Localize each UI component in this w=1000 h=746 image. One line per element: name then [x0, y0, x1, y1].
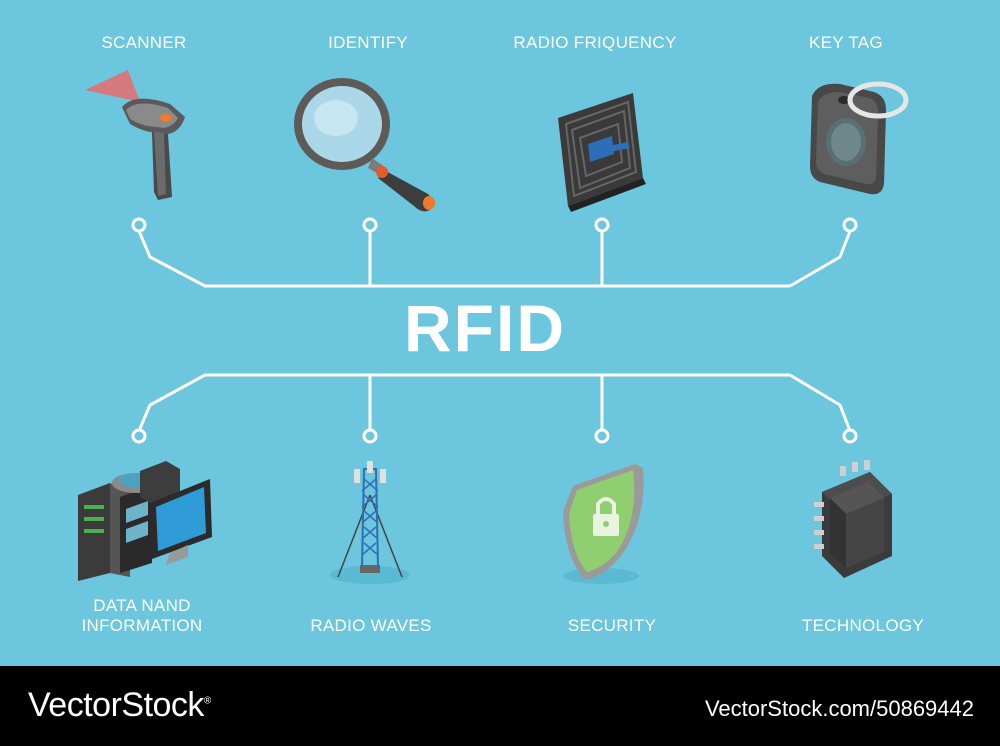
label-identify: IDENTIFY	[328, 33, 408, 52]
connector-bottom-tech	[789, 373, 852, 432]
server-monitor-icon	[78, 461, 212, 581]
node-radio-waves	[362, 428, 378, 444]
radio-tower-icon	[330, 461, 410, 584]
label-security: SECURITY	[567, 616, 657, 635]
connector-lines	[131, 217, 858, 444]
node-key-tag	[842, 217, 858, 233]
label-information: INFORMATION	[81, 616, 203, 635]
brand-name: VectorStock	[28, 686, 204, 724]
node-technology	[842, 428, 858, 444]
label-technology: TECHNOLOGY	[801, 616, 925, 635]
node-scanner	[131, 217, 147, 233]
label-radio-waves: RADIO WAVES	[310, 616, 432, 635]
connector-bottom-data	[137, 373, 206, 432]
diagram-title: RFID	[404, 291, 566, 365]
connector-top-keytag	[789, 230, 852, 288]
stock-id-text: VectorStock.com/50869442	[704, 696, 974, 721]
node-radio-frequency	[594, 217, 610, 233]
label-key-tag: KEY TAG	[809, 33, 883, 52]
node-identify	[362, 217, 378, 233]
microchip-icon	[814, 460, 892, 578]
registered-mark: ®	[203, 695, 211, 707]
footer-bar	[0, 666, 1000, 746]
node-data	[131, 428, 147, 444]
magnifying-glass-icon	[294, 78, 435, 212]
node-security	[594, 428, 610, 444]
diagram-canvas: RFID SCANNER IDENTIFY RADIO FRIQUENCY KE…	[0, 0, 1000, 666]
barcode-scanner-icon	[85, 70, 185, 200]
rfid-chip-card-icon	[558, 93, 646, 212]
vectorstock-logo: VectorStock®	[28, 686, 211, 725]
label-scanner: SCANNER	[101, 33, 187, 52]
key-tag-icon	[810, 81, 909, 195]
label-data-nand: DATA NAND	[93, 596, 191, 615]
connector-top-scanner	[137, 230, 370, 288]
shield-lock-icon	[563, 464, 644, 584]
label-radio-frequency: RADIO FRIQUENCY	[513, 33, 677, 52]
